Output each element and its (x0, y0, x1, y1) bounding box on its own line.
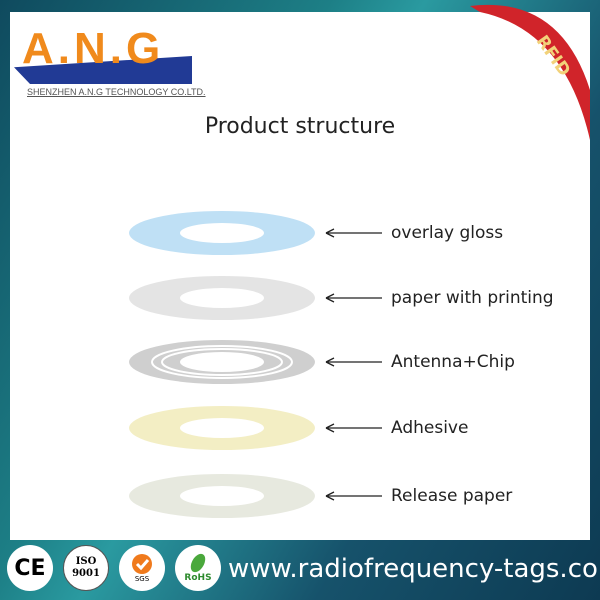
layer-2-ring (129, 340, 315, 384)
layer-0-ring (129, 211, 315, 255)
rfid-ribbon: RFID (470, 4, 590, 141)
layer-label: overlay gloss (391, 223, 504, 243)
layer-3-ring (129, 406, 315, 450)
arrow-icon (325, 491, 382, 501)
arrow-icon (325, 293, 382, 303)
sgs-badge: SGS (119, 545, 165, 591)
ang-logo: A.N.G (22, 24, 165, 73)
ce-badge: CE (7, 545, 53, 591)
page-title: Product structure (204, 114, 396, 139)
layer-label: Release paper (391, 486, 513, 506)
website-url[interactable]: www.radiofrequency-tags.com (228, 554, 600, 584)
layer-1-ring (129, 276, 315, 320)
content-panel (10, 12, 590, 540)
leaf-icon (190, 553, 206, 572)
layer-label: Adhesive (391, 418, 469, 438)
ce-text: CE (14, 555, 46, 581)
rohs-badge: RoHS (175, 545, 221, 591)
arrow-icon (325, 423, 382, 433)
check-icon (132, 553, 152, 574)
layer-label: Antenna+Chip (391, 352, 515, 372)
arrow-icon (325, 357, 382, 367)
arrow-icon (325, 228, 382, 238)
sgs-text: SGS (134, 574, 150, 583)
iso-text: ISO 9001 (72, 556, 100, 579)
layer-4-ring (129, 474, 315, 518)
rohs-text: RoHS (184, 572, 212, 583)
layer-label: paper with printing (391, 288, 554, 308)
iso9001-badge: ISO 9001 (63, 545, 109, 591)
company-name: SHENZHEN A.N.G TECHNOLOGY CO.LTD. (27, 87, 206, 97)
